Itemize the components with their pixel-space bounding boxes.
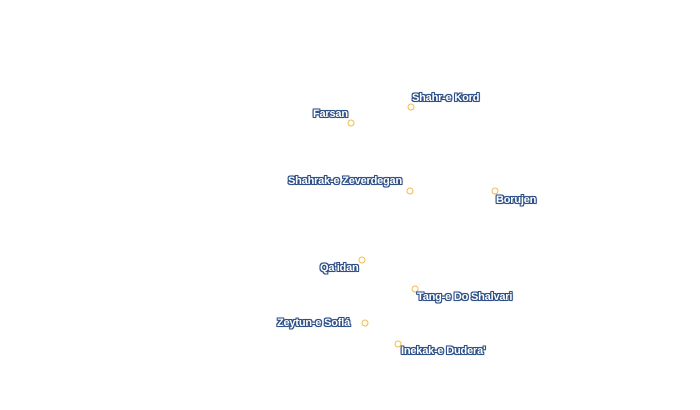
place-label-shahr-e-kord: Shahr-e Kord bbox=[412, 92, 480, 104]
place-marker-shahrak-e-zeverdegan[interactable] bbox=[406, 187, 414, 195]
place-label-zeytun-e-sofla: Zeytun-e Soflá bbox=[277, 317, 350, 329]
place-marker-zeytun-e-sofla[interactable] bbox=[361, 319, 369, 327]
place-label-inekak-e-dudera: Inekak-e Dudera' bbox=[401, 345, 486, 357]
place-label-tang-e-do-shalvari: Tang-e Do Shalvari bbox=[417, 291, 513, 303]
place-label-qaidan: Qa'idan bbox=[320, 262, 359, 274]
place-marker-inekak-e-dudera[interactable] bbox=[394, 340, 402, 348]
place-marker-shahr-e-kord[interactable] bbox=[407, 103, 415, 111]
place-marker-borujen[interactable] bbox=[491, 187, 499, 195]
place-label-shahrak-e-zeverdegan: Shahrak-e Zeverdegan bbox=[288, 175, 402, 187]
place-label-farsan: Farsan bbox=[313, 108, 348, 120]
place-marker-tang-e-do-shalvari[interactable] bbox=[411, 285, 419, 293]
place-label-borujen: Borujen bbox=[496, 194, 537, 206]
place-marker-farsan[interactable] bbox=[347, 119, 355, 127]
place-marker-qaidan[interactable] bbox=[358, 256, 366, 264]
